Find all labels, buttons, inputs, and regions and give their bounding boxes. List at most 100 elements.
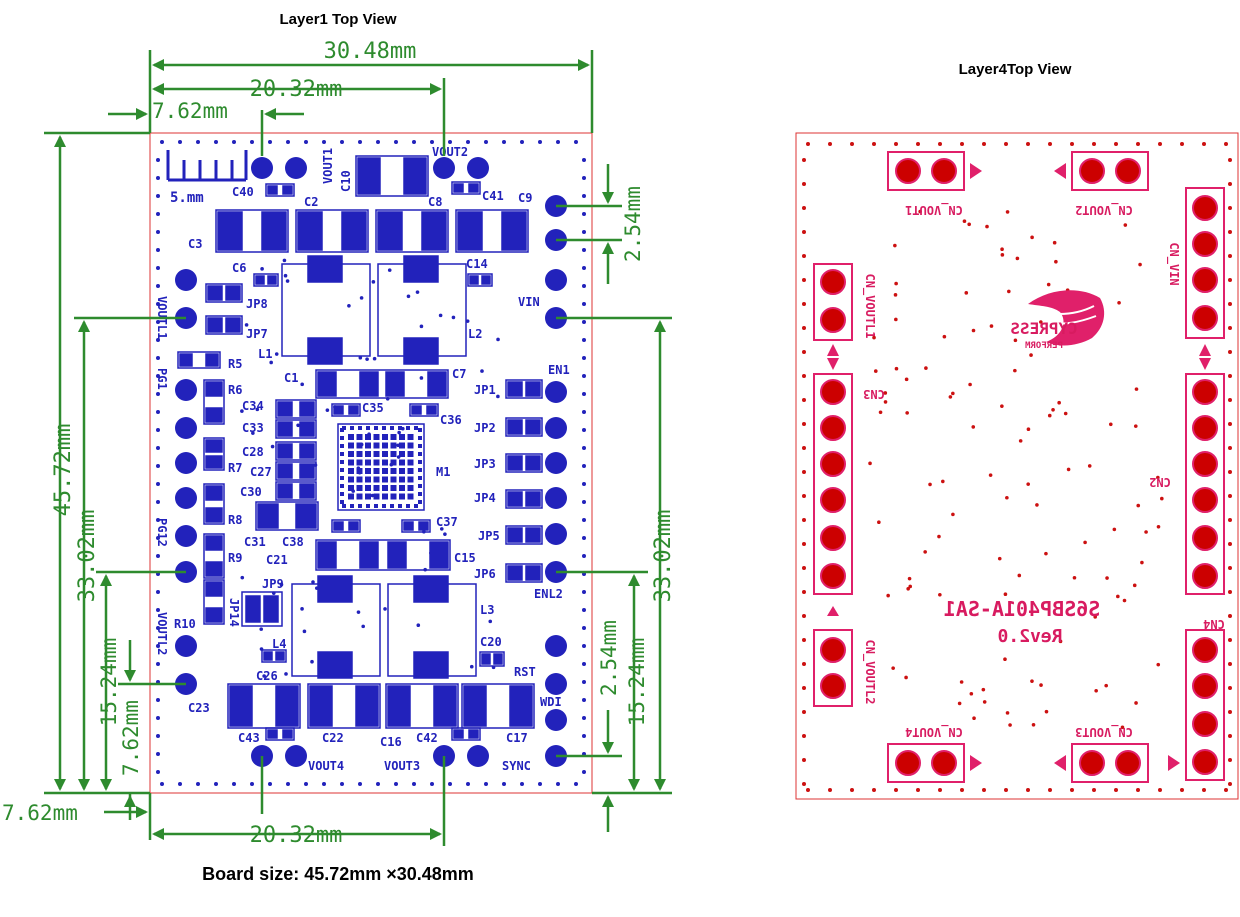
via-dot: [960, 142, 964, 146]
ic-pin: [406, 426, 410, 430]
via-dot: [1035, 503, 1039, 507]
via-dot: [448, 782, 452, 786]
ic-pad: [399, 468, 405, 474]
via-dot: [1228, 422, 1232, 426]
via-dot: [1003, 592, 1008, 597]
label-c28: C28: [242, 445, 264, 459]
via-dot: [496, 394, 500, 399]
via-dot: [1108, 422, 1113, 427]
via-dot: [582, 284, 586, 288]
via-dot: [160, 140, 164, 144]
via-dot: [538, 782, 542, 786]
layer4-silkscreen: CN_VOUT1 CN_VOUT2 CN_VIN CN_VOUTL1 CN3 C…: [862, 202, 1225, 739]
via-dot: [582, 176, 586, 180]
ic-pad: [382, 485, 388, 491]
via-dot: [376, 140, 380, 144]
via-dot: [286, 782, 290, 786]
via-dot: [1072, 575, 1077, 580]
via-dot: [1228, 566, 1232, 570]
ic-pad: [407, 485, 414, 491]
ic-pad: [356, 493, 363, 500]
label-c37: C37: [436, 515, 458, 529]
via-dot: [967, 222, 971, 227]
label-m1: M1: [436, 465, 450, 479]
ic-pin: [418, 468, 422, 472]
via-dot: [340, 140, 344, 144]
ic-pin: [418, 476, 422, 480]
via-dot: [802, 182, 806, 186]
via-dot: [325, 408, 330, 412]
via-dot: [806, 788, 810, 792]
via-dot: [894, 788, 898, 792]
via-dot: [1005, 711, 1010, 715]
via-dot: [488, 619, 493, 624]
via-dot: [574, 782, 578, 786]
via-dot: [1052, 240, 1057, 245]
via-dot: [376, 782, 380, 786]
via-dot: [1228, 182, 1232, 186]
label-jp3: JP3: [474, 457, 496, 471]
ic-pad: [365, 451, 371, 457]
logo-sub: PERFORM: [1024, 341, 1063, 351]
via-dot: [582, 212, 586, 216]
via-dot: [582, 428, 586, 432]
via-dot: [160, 782, 164, 786]
ic-pad: [390, 442, 397, 449]
via-dot: [582, 590, 586, 594]
via-dot: [582, 392, 586, 396]
ic-pad: [373, 434, 380, 440]
via-dot: [451, 315, 456, 320]
via-dot: [802, 590, 806, 594]
via-dot: [868, 461, 872, 466]
ic-pin: [340, 436, 344, 440]
label-l2: L2: [468, 327, 482, 341]
label-vout3: VOUT3: [384, 759, 420, 773]
via-dot: [304, 140, 308, 144]
label-c15: C15: [454, 551, 476, 565]
via-dot: [938, 592, 942, 597]
via-dot: [361, 624, 365, 629]
via-dot: [156, 698, 160, 702]
via-dot: [156, 500, 160, 504]
label-c20: C20: [480, 635, 502, 649]
via-dot: [1004, 142, 1008, 146]
label-c7: C7: [452, 367, 466, 381]
ic-pin: [398, 504, 402, 508]
via-dot: [156, 392, 160, 396]
via-dot: [1156, 475, 1160, 480]
layer1-smd-pads: [177, 155, 543, 741]
via-dot: [279, 582, 284, 587]
label-l4: L4: [272, 637, 286, 651]
label-c17: C17: [506, 731, 528, 745]
via-dot: [1228, 350, 1232, 354]
label-c21: C21: [266, 553, 288, 567]
via-dot: [582, 554, 586, 558]
via-dot: [214, 782, 218, 786]
via-dot: [250, 140, 254, 144]
ic-pad: [390, 468, 397, 474]
label-c36: C36: [440, 413, 462, 427]
via-dot: [886, 593, 890, 598]
via-dot: [282, 258, 287, 263]
via-dot: [156, 734, 160, 738]
via-dot: [300, 607, 304, 611]
ic-pad: [382, 434, 388, 440]
via-dot: [1114, 142, 1118, 146]
ic-pin: [398, 426, 402, 430]
via-dot: [1048, 142, 1052, 146]
layer1-round-pads: [175, 157, 567, 767]
via-dot: [802, 206, 806, 210]
label-cn2: CN2: [1149, 475, 1171, 489]
via-dot: [430, 782, 434, 786]
ic-pin: [406, 504, 410, 508]
via-dot: [214, 140, 218, 144]
via-dot: [285, 279, 290, 283]
dim-offset-left: 7.62mm: [152, 99, 228, 123]
ic-pad: [348, 434, 354, 440]
via-dot: [877, 520, 881, 525]
ic-pad: [390, 476, 397, 483]
via-dot: [1030, 679, 1034, 683]
ic-pin: [382, 426, 386, 430]
via-dot: [1058, 639, 1063, 644]
via-dot: [1228, 302, 1232, 306]
